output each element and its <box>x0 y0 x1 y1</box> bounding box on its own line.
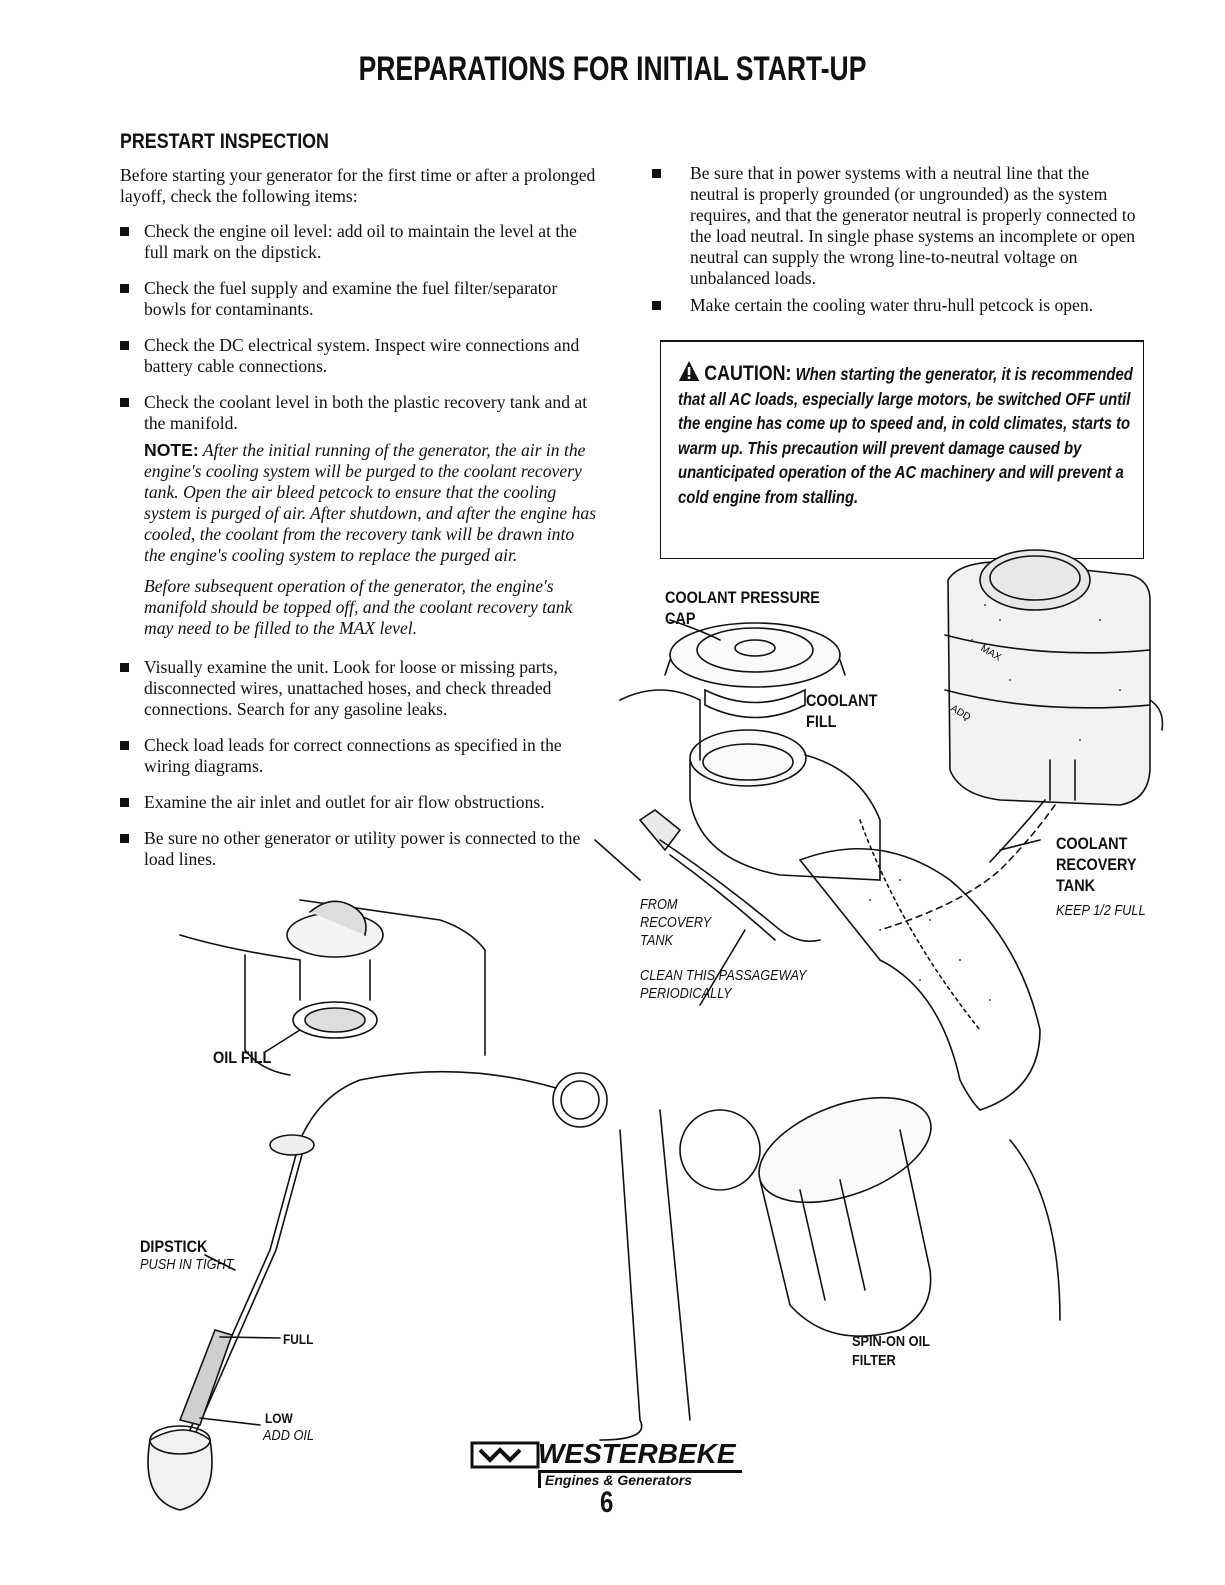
label-from-recovery-tank: FROM RECOVERY TANK <box>640 896 711 949</box>
bullet-text: Check the engine oil level: add oil to m… <box>144 221 577 262</box>
note-text: After the initial running of the generat… <box>144 440 597 565</box>
left-column: Before starting your generator for the f… <box>120 165 600 885</box>
label-low: LOW <box>265 1410 293 1426</box>
bullet-load-leads: Check load leads for correct connections… <box>120 735 600 777</box>
label-oil-fill: OIL FILL <box>213 1048 272 1067</box>
page-number: 6 <box>600 1486 614 1519</box>
bullet-visual-exam: Visually examine the unit. Look for loos… <box>120 657 594 720</box>
label-keep-half-full: KEEP 1/2 FULL <box>1056 902 1146 919</box>
note-paragraph: NOTE: After the initial running of the g… <box>144 440 600 566</box>
bullet-air-inlet: Examine the air inlet and outlet for air… <box>120 792 600 813</box>
label-spin-on-oil-filter: SPIN-ON OIL FILTER <box>852 1333 930 1369</box>
label-clean-passageway: CLEAN THIS PASSAGEWAY PERIODICALLY <box>640 967 807 1002</box>
bullet-petcock: Make certain the cooling water thru-hull… <box>652 295 1136 316</box>
label-coolant-fill: COOLANT FILL <box>806 691 878 731</box>
bullet-text: Visually examine the unit. Look for loos… <box>144 657 558 719</box>
label-dipstick: DIPSTICK <box>140 1237 208 1256</box>
bullet-text: Check load leads for correct connections… <box>144 735 562 776</box>
section-heading: PRESTART INSPECTION <box>120 130 329 153</box>
bullet-text: Check the coolant level in both the plas… <box>144 392 588 433</box>
label-coolant-pressure-cap: COOLANT PRESSURE CAP <box>665 588 820 628</box>
note-paragraph-2: Before subsequent operation of the gener… <box>144 576 573 638</box>
bullet-text: Check the DC electrical system. Inspect … <box>144 335 580 376</box>
bullet-dc-electrical: Check the DC electrical system. Inspect … <box>120 335 600 377</box>
bullet-text: Be sure that in power systems with a neu… <box>690 163 1136 288</box>
westerbeke-w-icon <box>470 1441 540 1469</box>
caution-body: When starting the generator, it is recom… <box>678 364 1133 507</box>
note-label: NOTE: <box>144 440 199 460</box>
bullet-utility-power: Be sure no other generator or utility po… <box>120 828 600 870</box>
coolant-pressure-cap <box>664 622 846 719</box>
bullet-text: Check the fuel supply and examine the fu… <box>144 278 558 319</box>
coolant-recovery-tank <box>944 549 1164 806</box>
dipstick <box>147 1070 608 1511</box>
warning-icon <box>678 361 700 381</box>
coolant-hose <box>799 819 1041 1111</box>
bullet-neutral-line: Be sure that in power systems with a neu… <box>652 163 1136 289</box>
bullet-text: Make certain the cooling water thru-hull… <box>690 295 1094 315</box>
label-add-oil: ADD OIL <box>263 1427 315 1444</box>
logo-tagline: Engines & Generators <box>538 1472 692 1488</box>
caution-label: CAUTION: <box>704 362 792 385</box>
caution-text-block: CAUTION: When starting the generator, it… <box>678 360 1137 509</box>
bullet-text: Be sure no other generator or utility po… <box>144 828 581 869</box>
label-push-in-tight: PUSH IN TIGHT <box>140 1256 234 1273</box>
right-column: Be sure that in power systems with a neu… <box>652 163 1136 331</box>
intro-paragraph: Before starting your generator for the f… <box>120 165 596 206</box>
bullet-oil-level: Check the engine oil level: add oil to m… <box>120 221 600 263</box>
logo-brand: WESTERBEKE <box>538 1438 742 1473</box>
bullet-coolant-level: Check the coolant level in both the plas… <box>120 392 600 434</box>
oil-fill <box>179 899 486 1076</box>
label-coolant-recovery-tank: COOLANT RECOVERY TANK <box>1056 834 1137 895</box>
bullet-text: Examine the air inlet and outlet for air… <box>144 792 545 812</box>
label-full: FULL <box>283 1331 314 1347</box>
page-title: PREPARATIONS FOR INITIAL START-UP <box>358 50 867 88</box>
spin-on-oil-filter <box>679 1096 932 1337</box>
coolant-fill-neck <box>619 689 881 881</box>
bullet-fuel-supply: Check the fuel supply and examine the fu… <box>120 278 600 320</box>
caution-box <box>660 340 1144 559</box>
